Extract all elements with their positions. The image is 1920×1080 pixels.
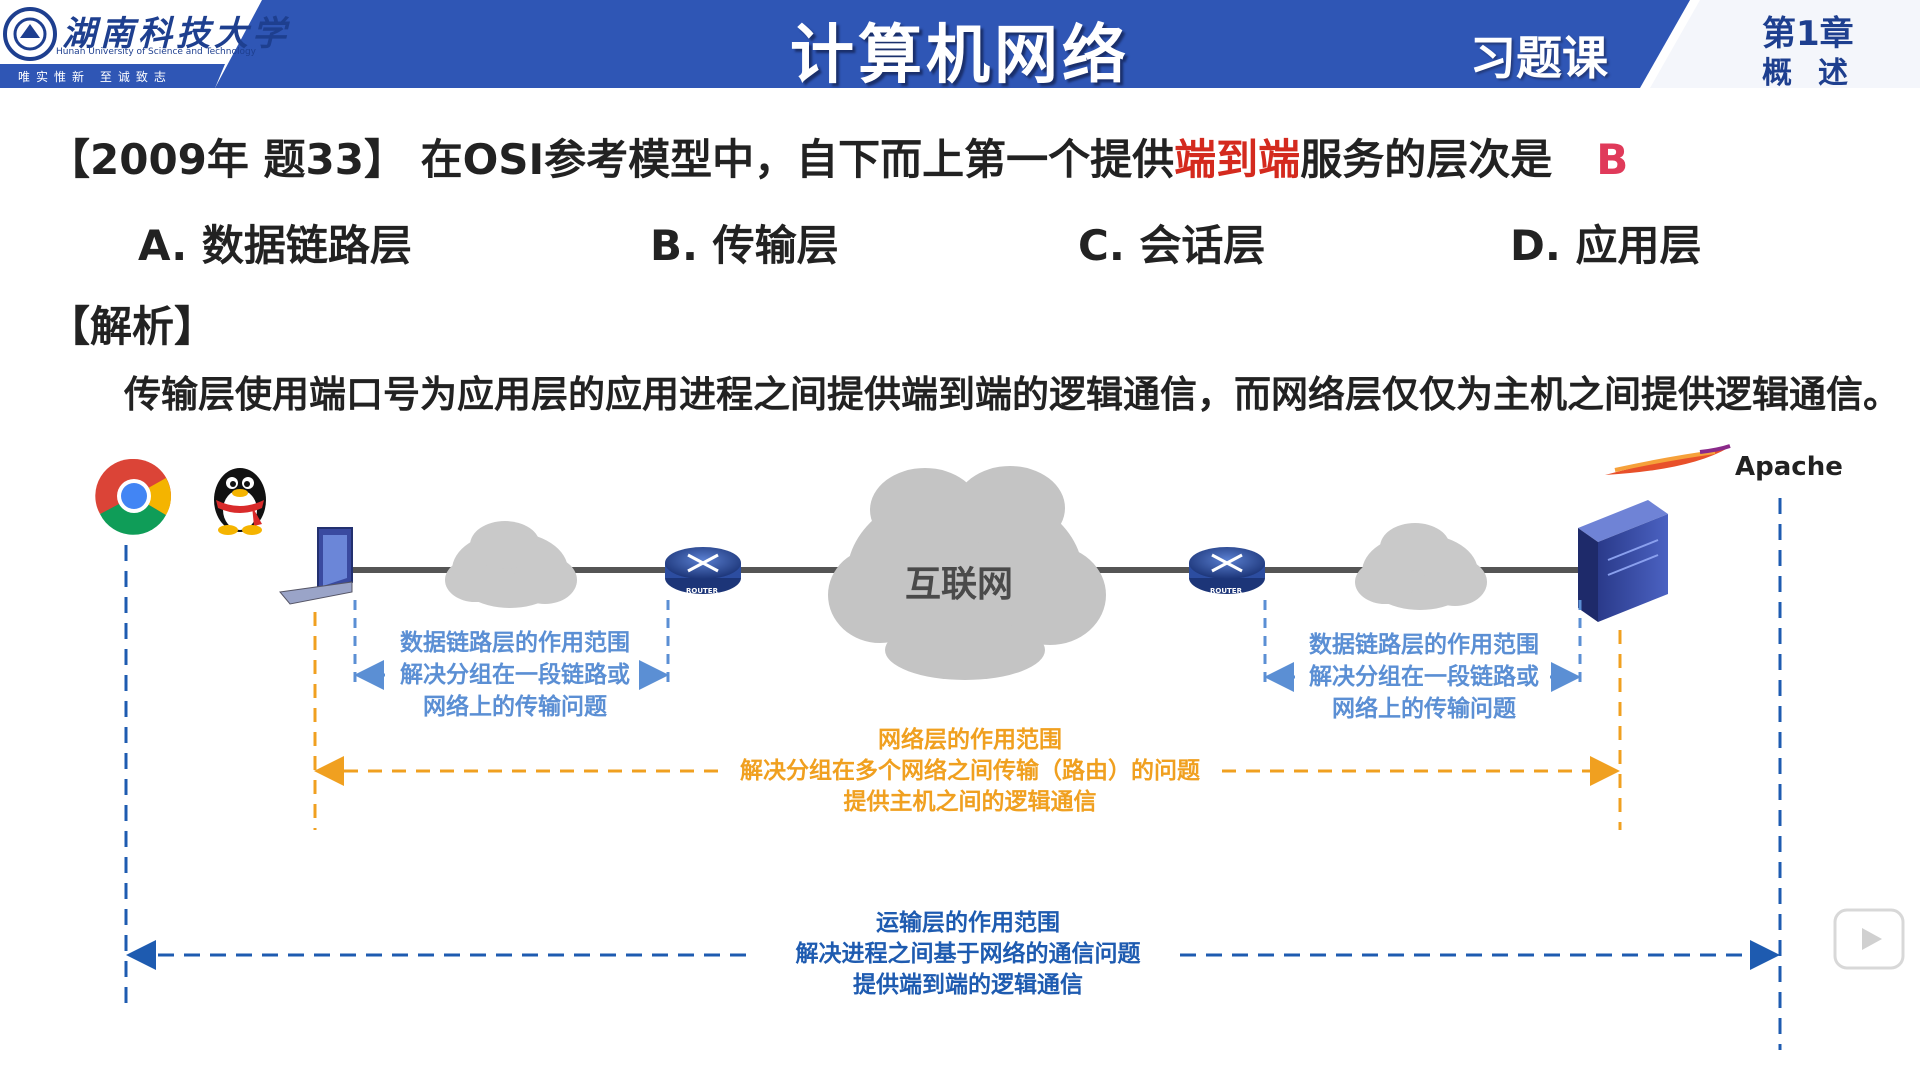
question-prefix: 【2009年 题33】 在OSI参考模型中，自下而上第一个提供 <box>48 135 1175 184</box>
datalink-line-2: 解决分组在一段链路或 <box>400 662 630 688</box>
question-highlight: 端到端 <box>1174 135 1301 184</box>
transport-line-2: 解决进程之间基于网络的通信问题 <box>795 941 1141 967</box>
chapter-label: 第1章 <box>1762 14 1854 54</box>
option-d: D. 应用层 <box>1510 221 1702 270</box>
router-icon <box>1189 547 1265 594</box>
university-motto: 唯实惟新 至诚致志 <box>18 70 172 84</box>
analysis-title: 【解析】 <box>48 302 217 351</box>
page-title: 计算机网络 <box>790 19 1130 93</box>
apache-feather-icon <box>1605 444 1731 475</box>
datalink-line-3: 网络上的传输问题 <box>1332 696 1516 722</box>
cloud-right <box>1355 523 1487 610</box>
play-button-icon <box>1833 908 1905 970</box>
option-b: B. 传输层 <box>650 221 839 270</box>
apache-label: Apache <box>1735 452 1843 482</box>
university-name: 湖南科技大学 <box>62 14 290 54</box>
qq-penguin-icon <box>214 468 266 535</box>
question-text: 【2009年 题33】 在OSI参考模型中，自下而上第一个提供端到端服务的层次是… <box>48 126 1628 187</box>
university-name-en: Hunan University of Science and Technolo… <box>56 47 257 57</box>
answer-badge: B <box>1596 135 1629 184</box>
network-line-2: 解决分组在多个网络之间传输（路由）的问题 <box>740 758 1200 784</box>
router-label-left: ROUTER <box>686 587 718 595</box>
internet-label: 互联网 <box>905 564 1014 605</box>
datalink-line-1: 数据链路层的作用范围 <box>400 630 630 656</box>
option-c: C. 会话层 <box>1078 221 1266 270</box>
server-icon <box>1578 500 1668 622</box>
chrome-icon <box>95 458 171 535</box>
network-line-3: 提供主机之间的逻辑通信 <box>843 789 1097 815</box>
datalink-line-1: 数据链路层的作用范围 <box>1309 632 1539 658</box>
lesson-label: 习题课 <box>1470 31 1608 85</box>
cloud-left <box>445 521 577 608</box>
analysis-text: 传输层使用端口号为应用层的应用进程之间提供端到端的逻辑通信，而网络层仅仅为主机之… <box>124 373 1900 416</box>
chapter-subtitle: 概述 <box>1762 56 1874 91</box>
network-line-1: 网络层的作用范围 <box>878 727 1062 753</box>
router-icon <box>665 547 741 594</box>
router-label-right: ROUTER <box>1210 587 1242 595</box>
datalink-scope-right: 数据链路层的作用范围 解决分组在一段链路或 网络上的传输问题 <box>1302 629 1546 725</box>
network-scope: 网络层的作用范围 解决分组在多个网络之间传输（路由）的问题 提供主机之间的逻辑通… <box>720 725 1220 818</box>
transport-line-1: 运输层的作用范围 <box>876 910 1060 936</box>
datalink-line-3: 网络上的传输问题 <box>423 694 607 720</box>
transport-scope: 运输层的作用范围 解决进程之间基于网络的通信问题 提供端到端的逻辑通信 <box>760 908 1176 1001</box>
transport-line-3: 提供端到端的逻辑通信 <box>853 972 1083 998</box>
datalink-scope-left: 数据链路层的作用范围 解决分组在一段链路或 网络上的传输问题 <box>393 627 637 723</box>
cloud-internet <box>828 466 1106 680</box>
option-a: A. 数据链路层 <box>138 221 412 270</box>
laptop-icon <box>279 527 353 605</box>
question-suffix: 服务的层次是 <box>1300 135 1553 184</box>
datalink-line-2: 解决分组在一段链路或 <box>1309 664 1539 690</box>
header-banner <box>0 0 1920 88</box>
